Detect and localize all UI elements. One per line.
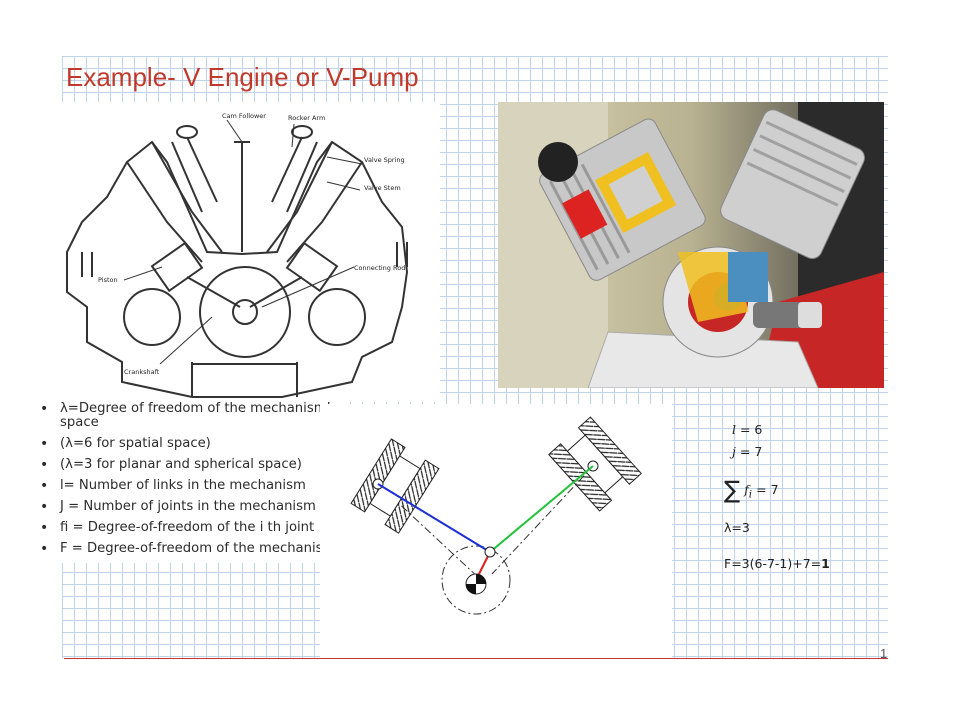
definitions-list: •λ=Degree of freedom of the mechanism’s … [40, 402, 340, 563]
var-j: j [732, 444, 736, 459]
v-pump-photo [498, 102, 884, 389]
list-item: •(λ=3 for planar and spherical space) [40, 457, 302, 473]
label-crankshaft: Crankshaft [124, 368, 160, 376]
page-number: 1 [880, 646, 888, 661]
value-fi: = 7 [756, 482, 779, 497]
value-j: = 7 [739, 444, 763, 459]
label-rocker-arm: Rocker Arm [288, 114, 325, 122]
list-item: •J = Number of joints in the mechanism [40, 499, 316, 515]
var-l: l [732, 422, 736, 437]
sum-symbol: ∑ [724, 476, 741, 504]
lambda-value: λ=3 [724, 520, 750, 535]
footer-divider [64, 658, 888, 659]
label-cam-follower: Cam Follower [222, 112, 266, 120]
list-item: •F = Degree-of-freedom of the mechanism [40, 541, 336, 557]
list-item: •l= Number of links in the mechanism [40, 478, 306, 494]
var-fi-sub: i [748, 488, 753, 501]
list-item: •λ=Degree of freedom of the mechanism’s … [40, 401, 338, 430]
list-item: •(λ=6 for spatial space) [40, 436, 211, 452]
v-engine-diagram: Cam Follower Rocker Arm Valve Spring Val… [62, 102, 440, 402]
label-valve-spring: Valve Spring [364, 156, 405, 164]
dof-result: 1 [821, 556, 830, 571]
label-piston: Piston [98, 276, 118, 284]
list-item: •fi = Degree-of-freedom of the i th join… [40, 520, 315, 536]
value-l: = 6 [739, 422, 763, 437]
var-fi: f [744, 482, 749, 497]
dof-equation: F=3(6-7-1)+7= [724, 556, 822, 571]
label-valve-stem: Valve Stem [364, 184, 401, 192]
v-mechanism-diagram [320, 404, 672, 658]
label-connecting-rod: Connecting Rod [354, 264, 405, 272]
slide-title: Example- V Engine or V-Pump [66, 62, 419, 92]
